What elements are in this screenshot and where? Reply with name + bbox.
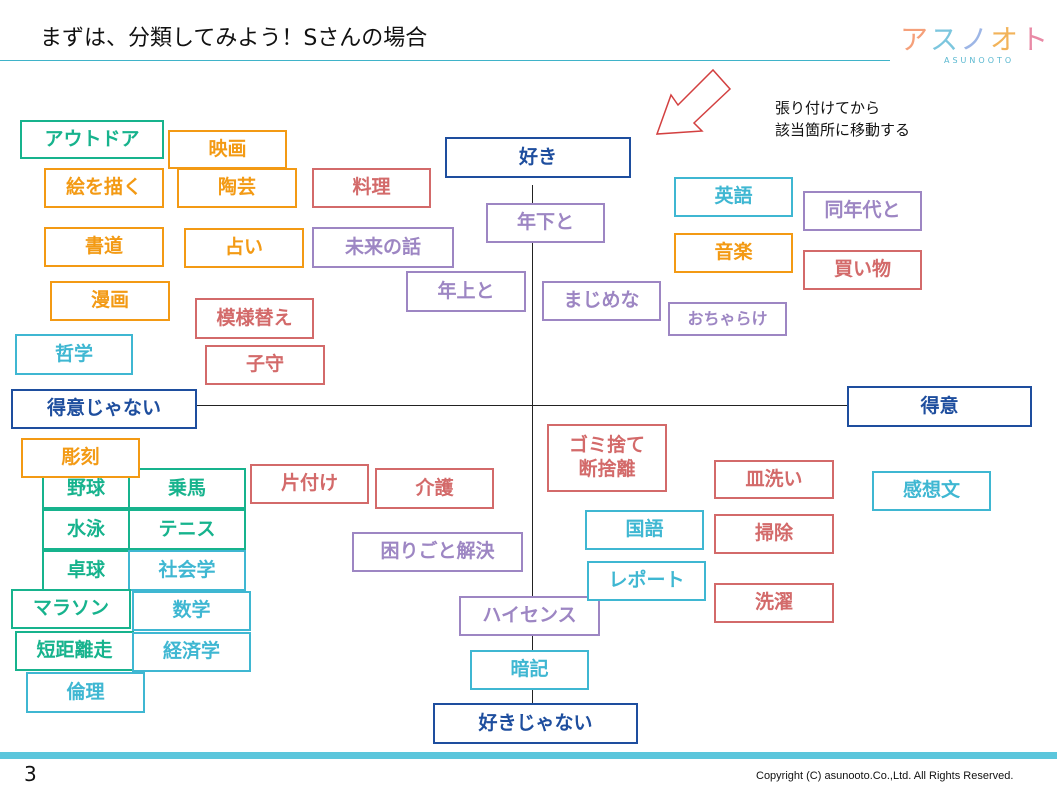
card-manga[interactable]: 漫画: [50, 281, 170, 321]
card-playful[interactable]: おちゃらけ: [668, 302, 787, 336]
card-sprint[interactable]: 短距離走: [15, 631, 134, 671]
card-fortune[interactable]: 占い: [184, 228, 304, 268]
card-japanese[interactable]: 国語: [585, 510, 704, 550]
card-outdoor[interactable]: アウトドア: [20, 120, 164, 159]
card-problem-solving[interactable]: 困りごと解決: [352, 532, 523, 572]
card-future-talk[interactable]: 未来の話: [312, 227, 454, 268]
card-horse-riding[interactable]: 乗馬: [128, 468, 246, 509]
card-carving[interactable]: 彫刻: [21, 438, 140, 478]
card-swimming[interactable]: 水泳: [42, 509, 130, 550]
logo-wordmark: アスノオト: [900, 23, 1051, 56]
footer-accent-bar: [0, 752, 1057, 759]
arrow-icon: [655, 68, 732, 135]
vertical-axis: [532, 185, 533, 710]
card-report[interactable]: レポート: [587, 561, 706, 601]
note-line-2: 該当箇所に移動する: [775, 121, 911, 139]
card-trash[interactable]: ゴミ捨て 断捨離: [547, 424, 667, 492]
card-philosophy[interactable]: 哲学: [15, 334, 133, 375]
card-rearrange[interactable]: 模様替え: [195, 298, 314, 339]
card-english[interactable]: 英語: [674, 177, 793, 217]
card-pottery[interactable]: 陶芸: [177, 168, 297, 208]
horizontal-axis: [195, 405, 850, 406]
axis-label-left[interactable]: 得意じゃない: [11, 389, 197, 429]
card-care[interactable]: 介護: [375, 468, 494, 509]
card-high-sense[interactable]: ハイセンス: [459, 596, 600, 636]
card-movie[interactable]: 映画: [168, 130, 287, 169]
card-cooking[interactable]: 料理: [312, 168, 431, 208]
card-tennis[interactable]: テニス: [128, 509, 246, 550]
card-trash-line-2: 断捨離: [578, 458, 636, 480]
card-social-studies[interactable]: 社会学: [128, 550, 246, 591]
card-younger[interactable]: 年下と: [486, 203, 605, 243]
card-economics[interactable]: 経済学: [132, 632, 251, 672]
copyright-text: Copyright (C) asunooto.Co.,Ltd. All Righ…: [756, 770, 1014, 782]
axis-label-top[interactable]: 好き: [445, 137, 631, 178]
slide-title: まずは、分類してみよう！Sさんの場合: [40, 26, 428, 51]
card-laundry[interactable]: 洗濯: [714, 583, 834, 623]
instruction-note: 張り付けてから 該当箇所に移動する: [775, 97, 910, 141]
logo: アスノオト ASUNOOTO: [900, 18, 1048, 68]
card-table-tennis[interactable]: 卓球: [42, 550, 130, 591]
title-divider: [0, 60, 890, 61]
card-older[interactable]: 年上と: [406, 271, 526, 312]
card-marathon[interactable]: マラソン: [11, 589, 131, 629]
note-line-1: 張り付けてから: [775, 99, 881, 117]
card-ethics[interactable]: 倫理: [26, 672, 145, 713]
card-trash-line-1: ゴミ捨て: [568, 434, 645, 457]
card-tidying[interactable]: 片付け: [250, 464, 369, 504]
card-cleaning[interactable]: 掃除: [714, 514, 834, 554]
page-number: 3: [24, 762, 37, 786]
card-essay[interactable]: 感想文: [872, 471, 991, 511]
card-same-age[interactable]: 同年代と: [803, 191, 922, 231]
logo-subtitle: ASUNOOTO: [944, 56, 1015, 65]
card-memorize[interactable]: 暗記: [470, 650, 589, 690]
card-babysit[interactable]: 子守: [205, 345, 325, 385]
card-drawing[interactable]: 絵を描く: [44, 168, 164, 208]
axis-label-bottom[interactable]: 好きじゃない: [433, 703, 638, 744]
card-dishes[interactable]: 皿洗い: [714, 460, 834, 499]
card-shopping[interactable]: 買い物: [803, 250, 922, 290]
card-serious[interactable]: まじめな: [542, 281, 661, 321]
card-calligraphy[interactable]: 書道: [44, 227, 164, 267]
axis-label-right[interactable]: 得意: [847, 386, 1032, 427]
card-math[interactable]: 数学: [132, 591, 251, 631]
card-music[interactable]: 音楽: [674, 233, 793, 273]
